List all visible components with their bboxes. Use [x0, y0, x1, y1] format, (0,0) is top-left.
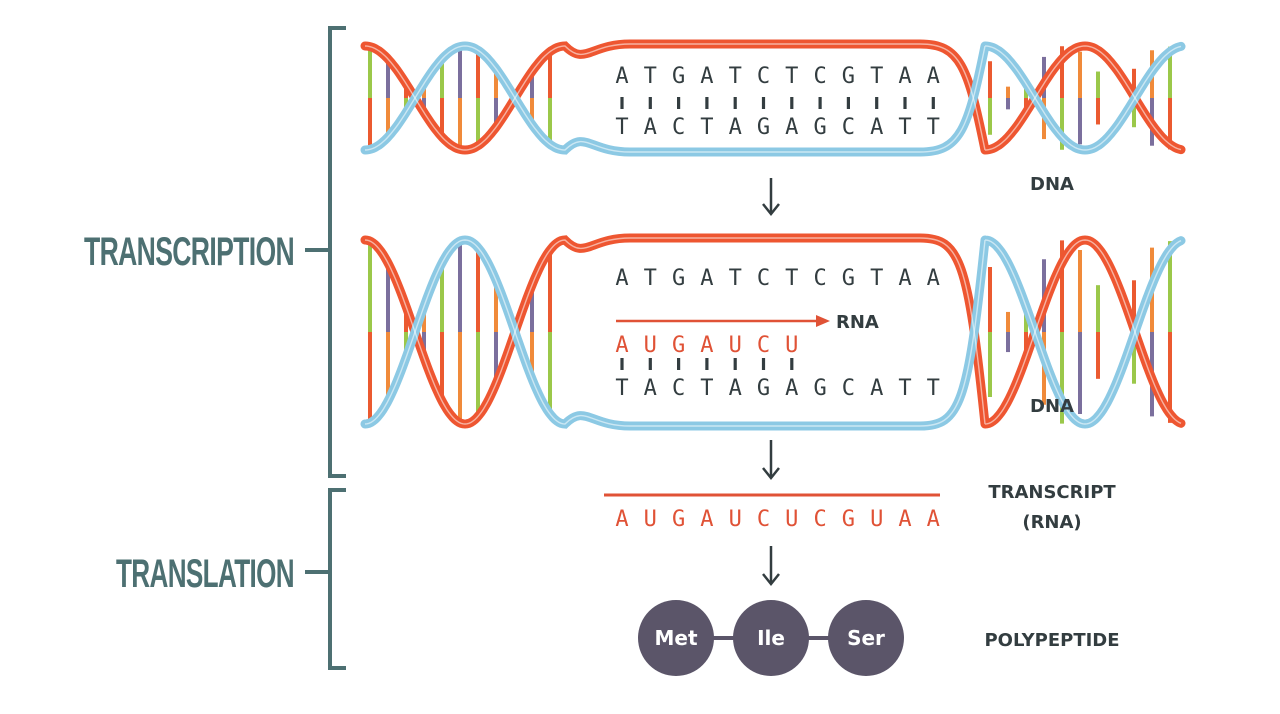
dna-label-top: DNA — [1030, 174, 1074, 195]
dna-base-template: C — [842, 376, 855, 401]
dna-label-middle: DNA — [1030, 396, 1074, 417]
dna-helix-top-base-pairs — [368, 46, 1172, 150]
dna-base-coding: A — [700, 266, 713, 291]
transcription-label: TRANSCRIPTION — [84, 230, 294, 274]
transcription-bracket — [305, 26, 346, 478]
polypeptide-chain: Met Ile Ser — [638, 600, 904, 676]
dna-base-template: T — [927, 376, 940, 401]
amino-acid-bead-ser — [828, 600, 904, 676]
transcript-base: A — [898, 507, 911, 532]
rna-arrow-label: RNA — [836, 312, 879, 333]
dna-base-coding: A — [898, 266, 911, 291]
dna-base-coding: A — [615, 266, 628, 291]
dna-base-template: A — [729, 376, 742, 401]
rna-base: U — [785, 333, 798, 358]
dna-base-template: C — [842, 115, 855, 140]
transcript-base: C — [813, 507, 826, 532]
transcript-base: U — [644, 507, 657, 532]
dna-base-template: T — [700, 115, 713, 140]
transcript-base: G — [842, 507, 855, 532]
transcript-base: A — [615, 507, 628, 532]
amino-acid-bead-ile — [733, 600, 809, 676]
transcript-base: U — [785, 507, 798, 532]
dna-base-template: A — [870, 115, 883, 140]
dna-base-coding: C — [757, 266, 770, 291]
dna-base-coding: G — [672, 64, 685, 89]
dna-base-coding: C — [813, 266, 826, 291]
dna-base-template: T — [615, 376, 628, 401]
amino-acid-bead-met — [638, 600, 714, 676]
transcript-base: A — [700, 507, 713, 532]
rna-base: A — [615, 333, 628, 358]
dna-base-coding: T — [729, 266, 742, 291]
rna-base: U — [729, 333, 742, 358]
dna-base-coding: C — [813, 64, 826, 89]
dna-base-template: A — [644, 376, 657, 401]
dna-base-template: C — [672, 376, 685, 401]
transcript-base: C — [757, 507, 770, 532]
dna-base-coding: T — [785, 64, 798, 89]
dna-base-template: T — [927, 115, 940, 140]
dna-helix-middle — [360, 233, 1186, 431]
amino-acid-ile: Ile — [757, 626, 785, 650]
dna-base-coding: T — [644, 266, 657, 291]
dna-base-coding: T — [729, 64, 742, 89]
transcript-base: G — [672, 507, 685, 532]
dna-base-coding: T — [870, 64, 883, 89]
arrow-to-transcript — [762, 440, 780, 481]
dna-base-coding: A — [700, 64, 713, 89]
rna-base: G — [672, 333, 685, 358]
transcript-base: A — [927, 507, 940, 532]
dna-base-template: A — [785, 376, 798, 401]
dna-helix-top — [360, 39, 1186, 157]
rna-base: A — [700, 333, 713, 358]
translation-label: TRANSLATION — [116, 552, 294, 596]
dna-base-template: A — [785, 115, 798, 140]
dna-base-template: T — [615, 115, 628, 140]
dna-base-coding: A — [927, 266, 940, 291]
transcript-label-line1: TRANSCRIPT — [988, 482, 1116, 503]
transcript-label-line2: (RNA) — [1022, 512, 1081, 533]
dna-base-template: G — [813, 376, 826, 401]
dna-base-template: G — [757, 376, 770, 401]
dna-base-template: C — [672, 115, 685, 140]
dna-base-coding: G — [672, 266, 685, 291]
dna-base-template: T — [700, 376, 713, 401]
rna-synthesis-arrow — [616, 315, 830, 327]
dna-base-template: A — [644, 115, 657, 140]
polypeptide-label: POLYPEPTIDE — [984, 630, 1119, 651]
dna-base-coding: G — [842, 64, 855, 89]
transcript-base: U — [870, 507, 883, 532]
arrow-dna-to-transcription — [762, 178, 780, 217]
dna-base-template: A — [729, 115, 742, 140]
dna-base-template: G — [813, 115, 826, 140]
dna-base-coding: A — [927, 64, 940, 89]
amino-acid-ser: Ser — [847, 626, 885, 650]
dna-base-coding: A — [615, 64, 628, 89]
dna-base-coding: T — [785, 266, 798, 291]
transcript-base: U — [729, 507, 742, 532]
amino-acid-met: Met — [654, 626, 697, 650]
dna-base-template: T — [898, 376, 911, 401]
rna-base: C — [757, 333, 770, 358]
translation-bracket — [305, 488, 346, 670]
rna-base: U — [644, 333, 657, 358]
dna-base-template: G — [757, 115, 770, 140]
dna-base-template: T — [898, 115, 911, 140]
dna-base-coding: T — [644, 64, 657, 89]
dna-base-coding: T — [870, 266, 883, 291]
dna-base-coding: C — [757, 64, 770, 89]
dna-base-template: A — [870, 376, 883, 401]
arrow-to-polypeptide — [762, 546, 780, 587]
dna-base-coding: A — [898, 64, 911, 89]
dna-base-coding: G — [842, 266, 855, 291]
